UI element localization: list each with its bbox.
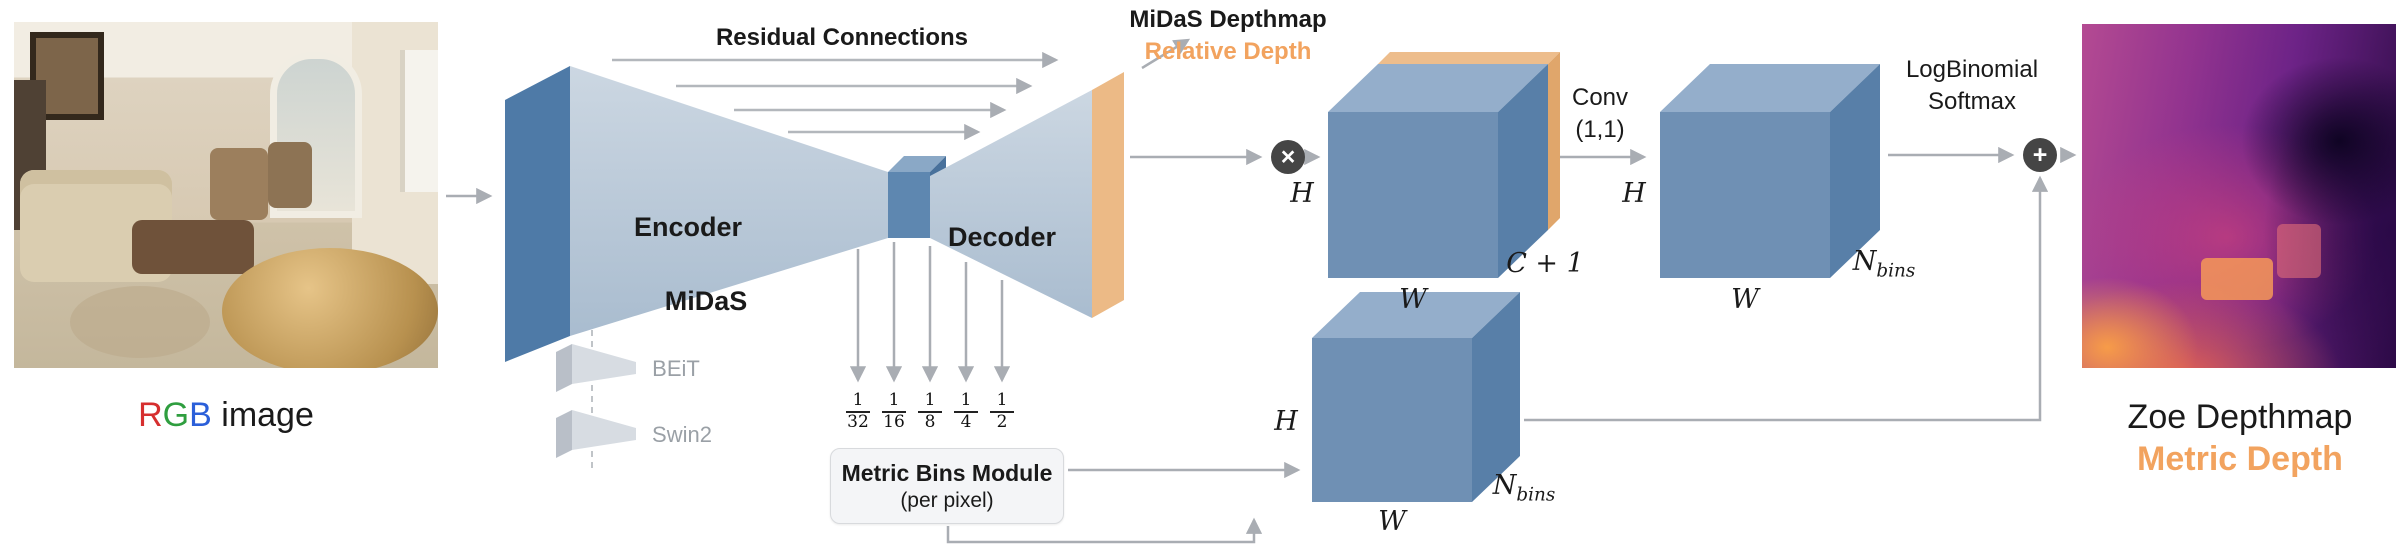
encoder-label: Encoder [633,212,743,242]
photo-side-window [400,50,438,192]
photo-chair [210,148,268,220]
photo-floor-medallion [70,286,210,358]
photo-chair-second [268,142,312,208]
concat-cube [1328,52,1560,278]
bin-centers-cube-h-label: H [1274,406,1298,437]
swin2-icon [556,410,636,458]
residual-arrows [612,51,1059,141]
softmax-label: Softmax [1927,88,2017,115]
decoder-shape [930,90,1092,318]
depth-chair-silhouette [2276,223,2321,278]
bin-centers-cube [1312,292,1520,502]
residual-connections-label: Residual Connections [715,24,969,51]
conv-kernel-label: (1,1) [1575,116,1625,143]
rgb-image-caption: RGB image [138,396,314,435]
flow-arrows-bottom [946,175,2049,544]
beit-label: BEiT [652,356,700,381]
logits-cube-w-label: W [1731,284,1759,315]
relative-depth-slab [1092,72,1124,318]
concat-cube-h-label: H [1290,178,1314,209]
metric-bins-subtitle: (per pixel) [900,488,994,512]
rgb-image [14,22,438,368]
sum-operator: + [2023,138,2057,172]
bin-centers-cube-nbins-label: Nbins [1492,470,1556,506]
photo-coffee-table [132,220,254,274]
concat-cube-c-label: C + 1 [1506,248,1584,279]
rgb-caption-rest: image [211,396,314,434]
midas-depthmap-label: MiDaS Depthmap [1129,6,1327,33]
rgb-letter-g: G [162,396,190,434]
relative-depth-label: Relative Depth [1144,38,1312,65]
conv-label: Conv [1571,84,1629,111]
decoder-label: Decoder [947,222,1057,252]
concat-cube-w-label: W [1399,284,1427,315]
logits-cube-h-label: H [1622,178,1646,209]
logits-cube-nbins-label: Nbins [1852,246,1916,282]
logbinomial-label: LogBinomial [1905,56,2039,83]
metric-depth-caption: Metric Depth [2137,440,2343,478]
bin-centers-cube-w-label: W [1378,506,1406,537]
encoder-shape [505,66,888,362]
zoe-depthmap-image [2082,24,2396,368]
zoe-depthmap-caption: Zoe Depthmap [2127,398,2353,436]
swin2-label: Swin2 [652,422,712,447]
midas-label: MiDaS [664,286,748,316]
multiply-operator: × [1271,140,1305,174]
rgb-letter-r: R [138,396,163,434]
metric-bins-title: Metric Bins Module [841,459,1053,486]
photo-ottoman [222,248,438,368]
metric-bins-module: Metric Bins Module (per pixel) [830,448,1064,524]
beit-icon [556,344,636,392]
depth-table-silhouette [2201,257,2274,300]
multiscale-arrows [849,242,1011,383]
rgb-letter-b: B [189,396,212,434]
logits-cube [1660,64,1880,278]
flow-arrows-top [1130,38,2077,166]
